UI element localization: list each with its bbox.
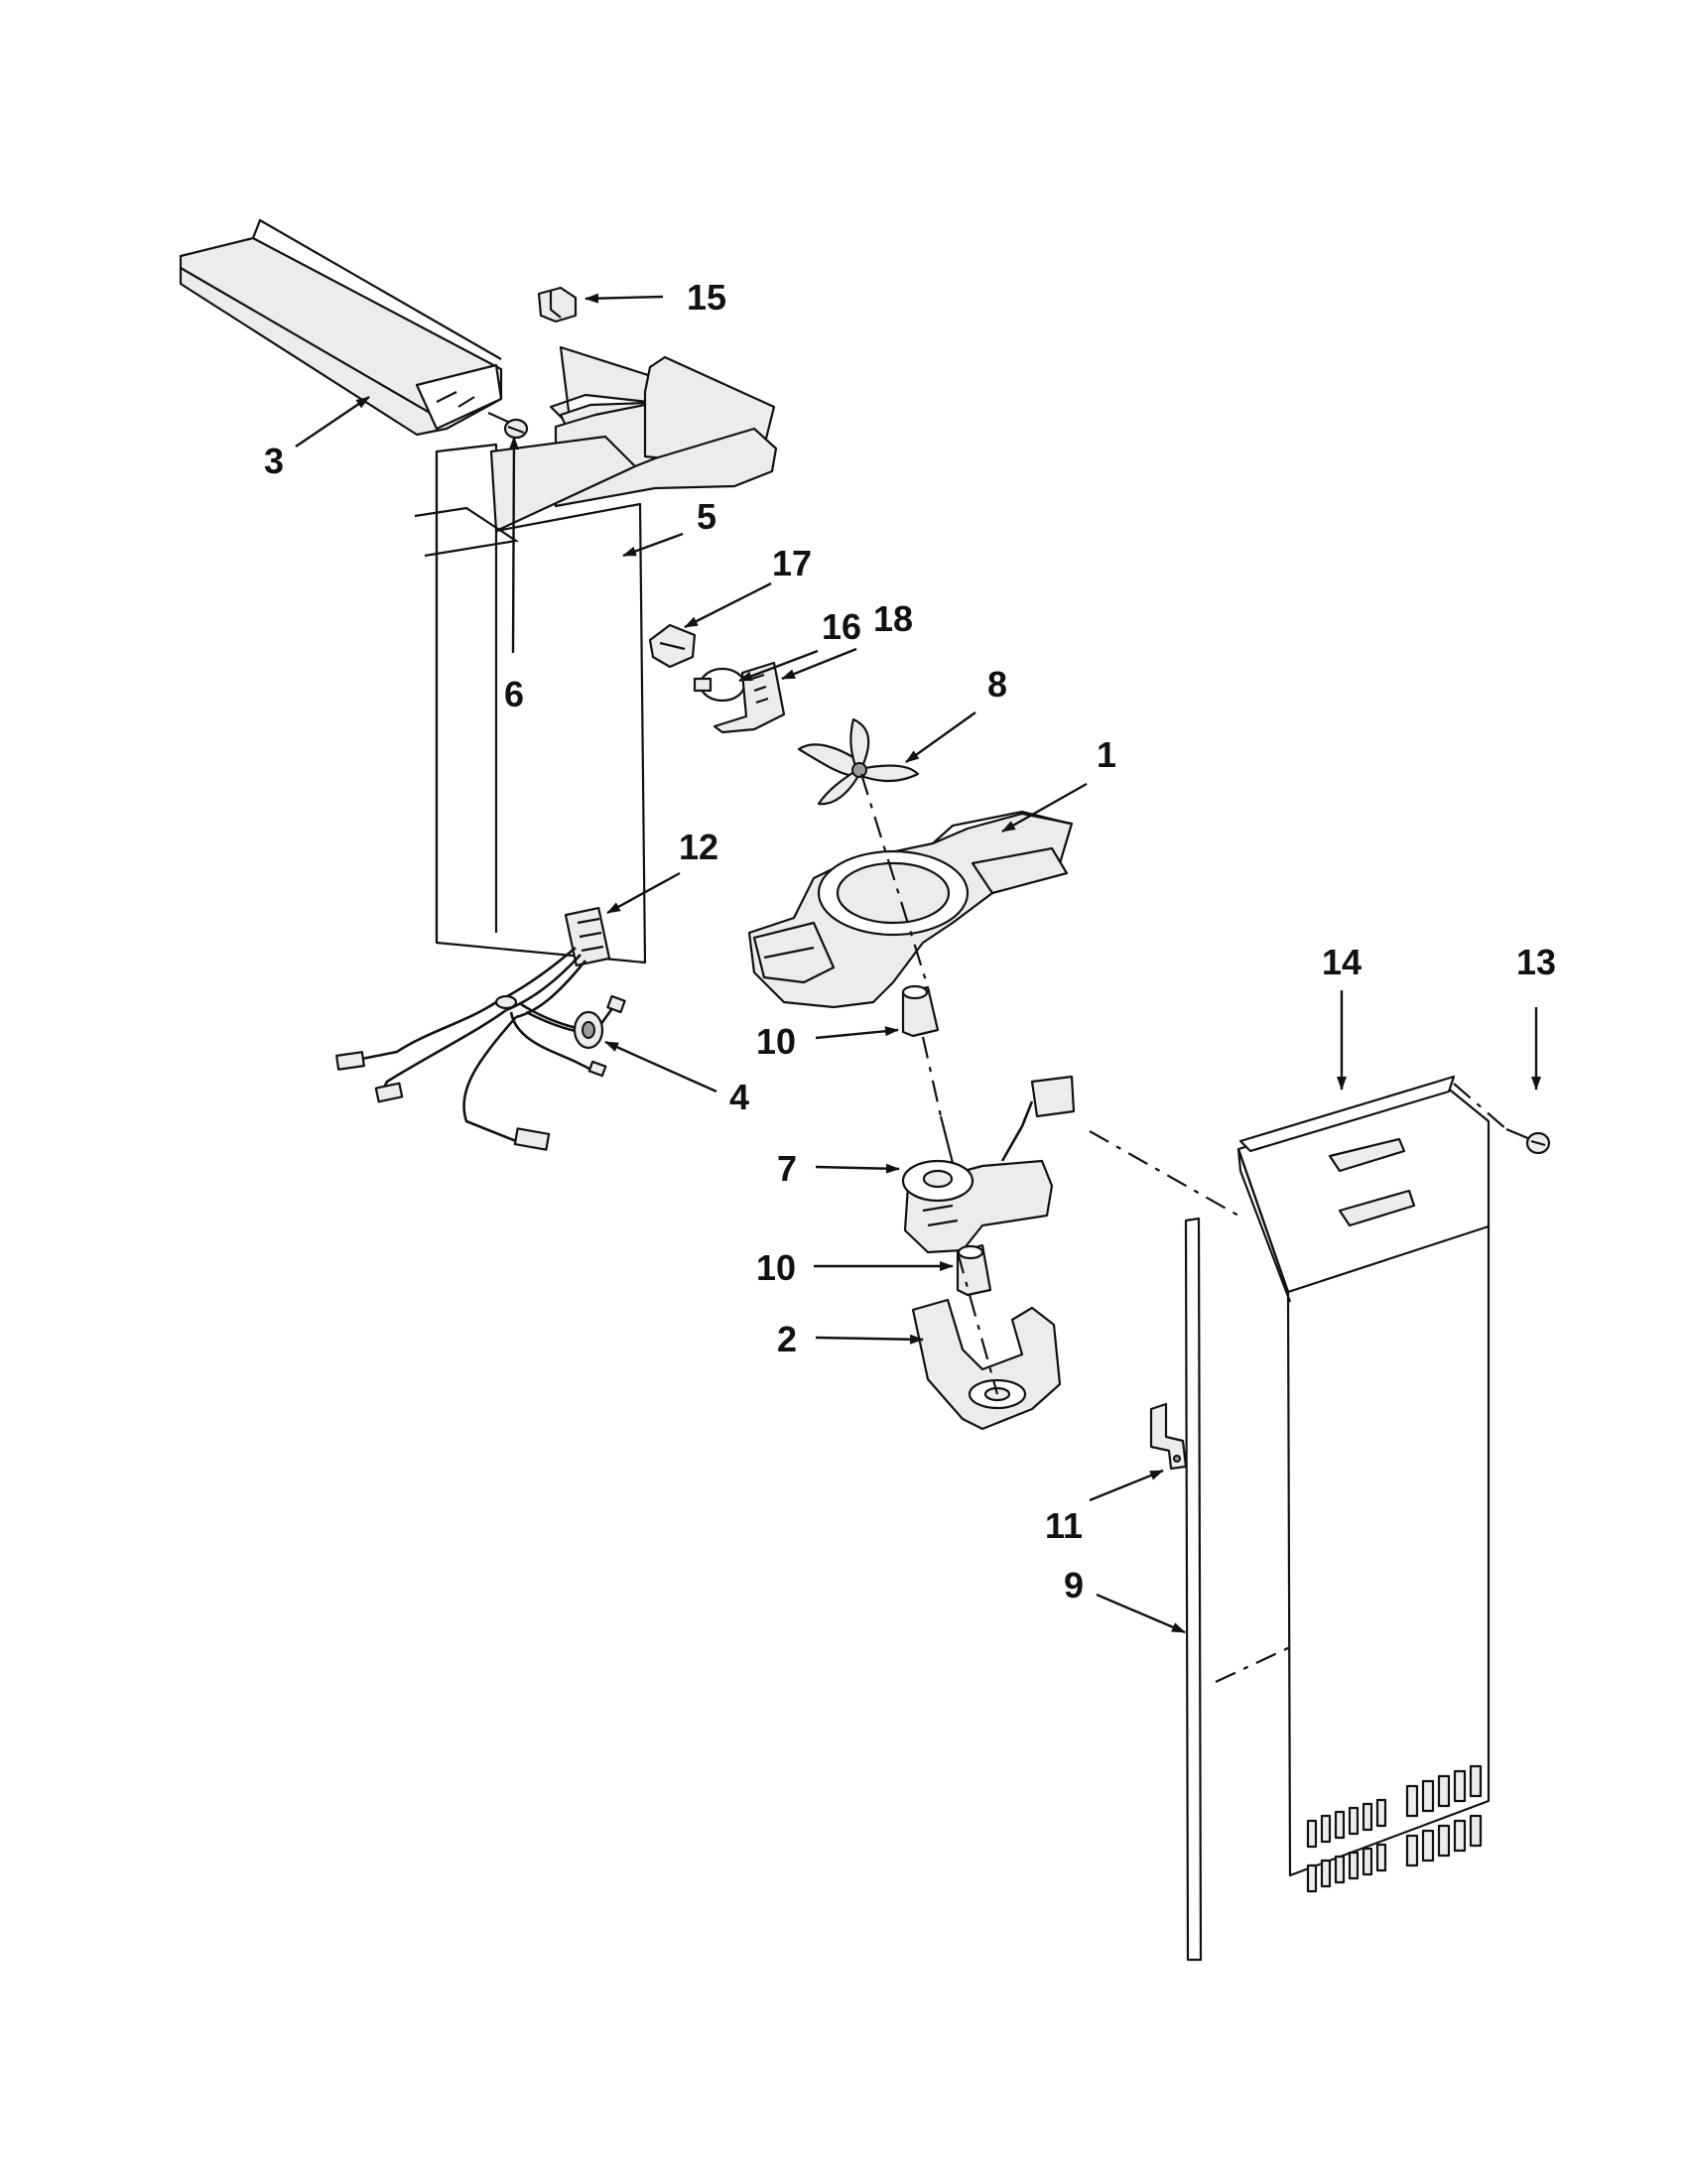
part-13-screw [1505, 1127, 1551, 1155]
part-7-fan-motor [901, 1075, 1076, 1254]
part-14-rear-panel [1236, 1075, 1491, 1893]
part-9-gasket-strip [1184, 1217, 1203, 1962]
callout-17: 17 [772, 543, 812, 583]
callout-12: 12 [679, 827, 718, 867]
part-6-screw [487, 411, 529, 440]
callout-6: 6 [504, 674, 524, 714]
callout-2: 2 [777, 1319, 797, 1359]
callout-9: 9 [1064, 1565, 1084, 1606]
part-16-light-bulb [693, 667, 746, 703]
callout-13: 13 [1516, 942, 1556, 982]
callout-11: 11 [1045, 1505, 1083, 1546]
callout-arrows [295, 293, 1541, 1634]
callout-7: 7 [777, 1148, 797, 1189]
part-4-grommet [573, 1010, 604, 1050]
part-12-wire-harness [335, 906, 626, 1151]
callout-4: 4 [729, 1077, 749, 1117]
assembly-lines [859, 773, 1507, 1683]
callout-10-lower: 10 [756, 1247, 796, 1288]
callout-1: 1 [1097, 734, 1116, 775]
part-10-upper-grommet [901, 984, 940, 1038]
part-2-motor-bracket [911, 1298, 1062, 1431]
vent-slots-right [1405, 1764, 1483, 1867]
callout-labels: 15 3 5 6 17 16 18 8 1 12 14 13 10 4 7 10… [264, 277, 1556, 1606]
part-8-fan-blade [797, 717, 920, 806]
part-11-bracket [1149, 1402, 1188, 1471]
callout-14: 14 [1322, 942, 1362, 982]
vent-slots-left [1306, 1798, 1387, 1893]
part-1-fan-housing [747, 810, 1074, 1009]
callout-16: 16 [822, 606, 861, 647]
part-5-cover-panel [414, 345, 778, 964]
callout-18: 18 [873, 598, 913, 639]
part-18-light-shield [713, 661, 786, 734]
callout-10-upper: 10 [756, 1021, 796, 1062]
callout-3: 3 [264, 441, 284, 481]
part-17-light-socket [648, 623, 697, 669]
callout-8: 8 [987, 664, 1007, 705]
part-3-duct-tray [179, 218, 503, 437]
callout-5: 5 [697, 496, 716, 537]
callout-15: 15 [687, 277, 726, 318]
part-15-clip [537, 286, 578, 323]
